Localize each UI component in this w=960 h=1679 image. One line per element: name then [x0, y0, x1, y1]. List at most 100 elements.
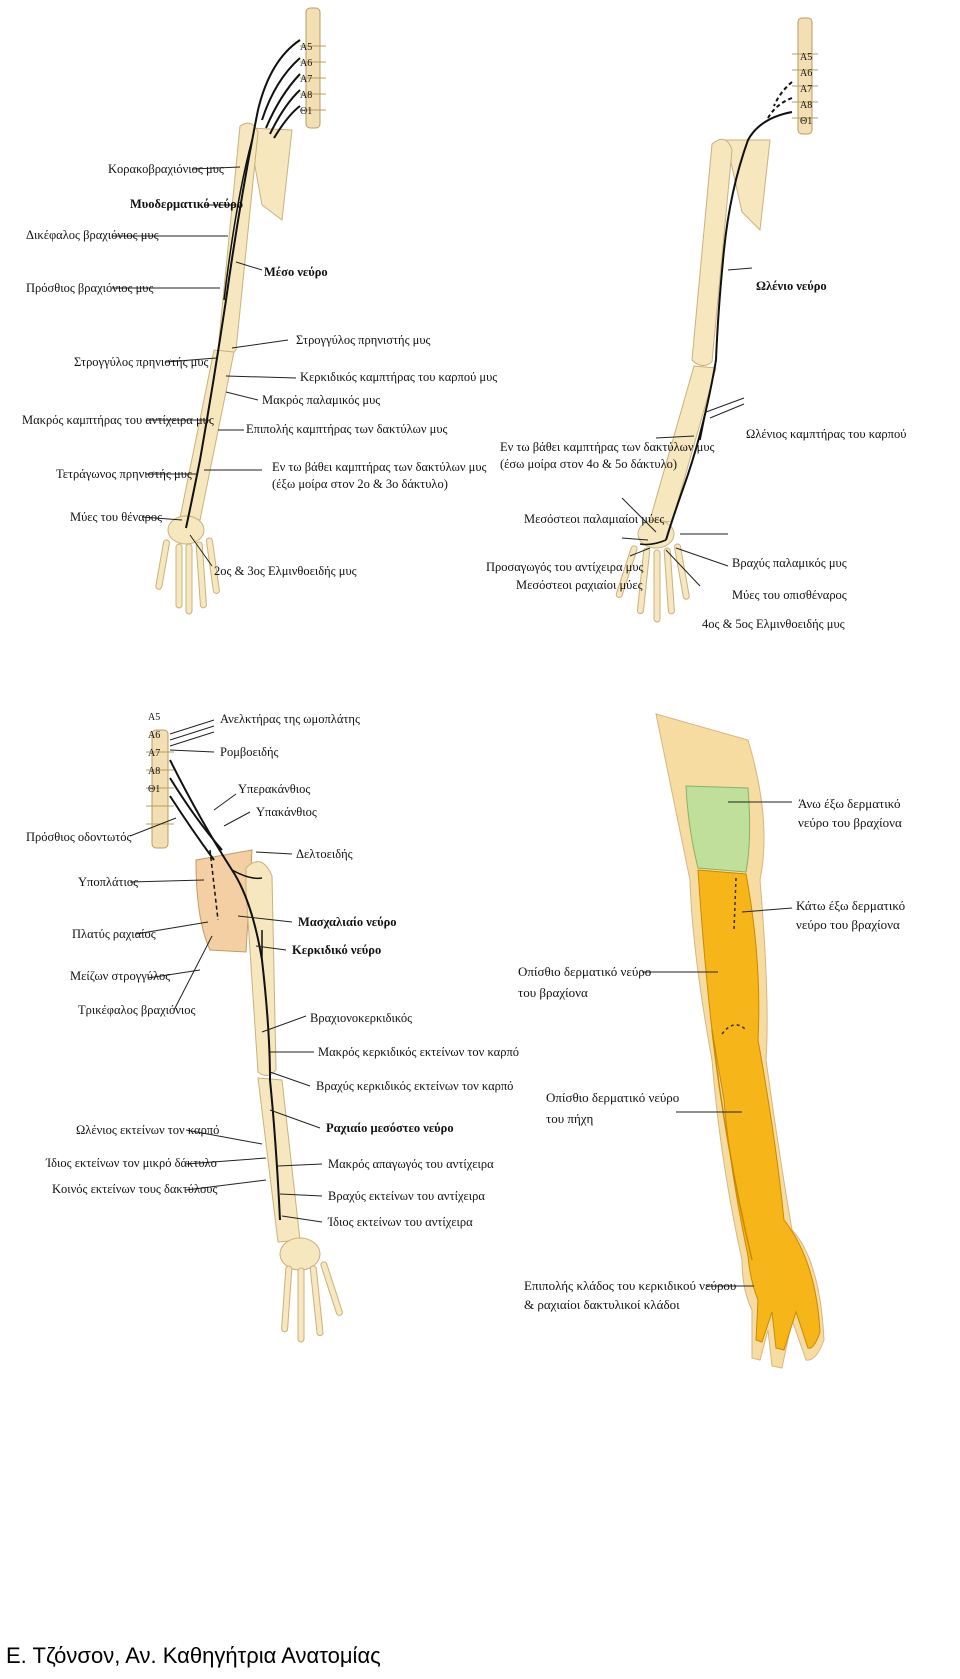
scapula	[247, 127, 293, 221]
leader-lines	[129, 719, 323, 1223]
dashed-boundaries	[721, 877, 747, 1035]
vertebra-t1: Θ1	[148, 784, 161, 795]
vertebra-a5: Α5	[800, 52, 813, 63]
label-infraspinatus: Υπακάνθιος	[256, 805, 317, 819]
label-axillary-nerve: Μασχαλιαίο νεύρο	[298, 915, 397, 929]
label-epb: Βραχύς εκτείνων του αντίχειρα	[328, 1189, 485, 1203]
label-radial-nerve: Κερκιδικό νεύρο	[292, 943, 382, 957]
label-median-nerve: Μέσο νεύρο	[264, 265, 328, 279]
label-musculocutaneous-nerve: Μυοδερματικό νεύρο	[130, 197, 244, 211]
label-coracobrachialis: Κορακοβραχιόνιος μυς	[108, 162, 224, 176]
leader-lines	[642, 801, 793, 1287]
humerus	[217, 122, 259, 356]
humerus	[691, 138, 733, 366]
radial-nerve-illustration	[129, 719, 343, 1343]
spinal-column	[300, 7, 326, 129]
posterior-zone	[697, 869, 821, 1351]
cutaneous-nerve-panel: Άνω έξω δερματικό νεύρο του βραχίονα Κάτ…	[480, 700, 960, 1480]
vertebra-a5: Α5	[300, 42, 313, 53]
label-rhomboids: Ρομβοειδής	[220, 745, 279, 759]
label-dorsal-interossei: Μεσόστεοι ραχιαίοι μύες	[516, 578, 643, 592]
label-lumbricals-4-5: 4ος & 5ος Ελμινθοειδής μυς	[702, 617, 845, 631]
scapula	[195, 849, 253, 953]
vertebra-a7: Α7	[300, 74, 313, 85]
label-palmar-interossei: Μεσόστεοι παλαμιαίοι μύες	[524, 512, 665, 526]
vertebra-a6: Α6	[300, 58, 313, 69]
label-upper-lateral-line2: νεύρο του βραχίονα	[798, 815, 902, 830]
label-pronator-teres-right: Στρογγύλος πρηνιστής μυς	[296, 333, 431, 347]
label-posterior-forearm-line2: του πήχη	[546, 1111, 594, 1126]
hand-bones	[155, 515, 220, 615]
label-superficial-branch-line1: Επιπολής κλάδος του κερκιδικού νεύρου	[524, 1278, 737, 1293]
label-apl: Μακρός απαγωγός του αντίχειρα	[328, 1157, 494, 1171]
label-adductor-pollicis: Προσαγωγός του αντίχειρα μυς	[486, 560, 644, 574]
humerus	[245, 861, 277, 1076]
label-flexor-pollicis-longus: Μακρός καμπτήρας του αντίχειρα μυς	[22, 413, 214, 427]
vertebra-a6: Α6	[148, 730, 161, 741]
scapula	[725, 139, 771, 232]
upper-lateral-zone	[685, 785, 751, 873]
label-edm: Ίδιος εκτείνων τον μικρό δάκτυλο	[46, 1156, 217, 1170]
label-fdp-line2: (έσω μοίρα στον 4ο & 5ο δάκτυλο)	[500, 457, 678, 471]
label-hypothenar: Μύες του οπισθέναρος	[732, 588, 847, 602]
label-fdp-line2: (έξω μοίρα στον 2ο & 3ο δάκτυλο)	[272, 477, 448, 491]
label-subscapularis: Υποπλάτιος	[78, 875, 139, 889]
median-nerve-illustration	[112, 7, 326, 615]
spinal-column	[792, 17, 818, 135]
label-posterior-arm-line2: του βραχίονα	[518, 985, 588, 1000]
vertebra-t1: Θ1	[300, 106, 313, 117]
label-serratus-anterior: Πρόσθιος οδοντωτός	[26, 830, 132, 844]
ulnar-nerve-panel: Α5 Α6 Α7 Α8 Θ1 Ωλένιο νεύρο Ωλένιος καμπ…	[480, 0, 960, 660]
label-fdp-line1: Εν τω βάθει καμπτήρας των δακτύλων μυς	[500, 440, 715, 454]
vertebra-a7: Α7	[800, 84, 813, 95]
label-latissimus-dorsi: Πλατύς ραχιαίος	[72, 927, 156, 941]
vertebra-a8: Α8	[300, 90, 313, 101]
leader-lines	[621, 267, 753, 587]
label-posterior-forearm-line1: Οπίσθιο δερματικό νεύρο	[546, 1090, 680, 1105]
label-deltoid: Δελτοειδής	[296, 847, 353, 861]
label-flexor-carpi-ulnaris: Ωλένιος καμπτήρας του καρπού	[746, 427, 907, 441]
label-flexor-digitorum-superficialis: Επιπολής καμπτήρας των δακτύλων μυς	[246, 422, 448, 436]
label-levator-scapulae: Ανελκτήρας της ωμοπλάτης	[220, 712, 360, 726]
label-ecu: Ωλένιος εκτείνων τον καρπό	[76, 1123, 220, 1137]
label-lumbricals-2-3: 2ος & 3ος Ελμινθοειδής μυς	[214, 564, 357, 578]
label-ecrl: Μακρός κερκιδικός εκτείνων τον καρπό	[318, 1045, 520, 1059]
label-ecrb: Βραχύς κερκιδικός εκτείνων τον καρπό	[316, 1079, 514, 1093]
label-ulnar-nerve: Ωλένιο νεύρο	[756, 279, 827, 293]
vertebra-a7: Α7	[148, 748, 161, 759]
label-flexor-carpi-radialis: Κερκιδικός καμπτήρας του καρπού μυς	[300, 370, 498, 384]
label-supraspinatus: Υπερακάνθιος	[238, 782, 311, 796]
radial-nerve-panel: Α5 Α6 Α7 Α8 Θ1 Ανελκτήρας της ωμοπλάτης …	[0, 700, 519, 1480]
hand-bones	[615, 519, 690, 623]
label-palmaris-longus: Μακρός παλαμικός μυς	[262, 393, 381, 407]
label-epl: Ίδιος εκτείνων του αντίχειρα	[328, 1215, 473, 1229]
median-nerve-panel: Α5 Α6 Α7 Α8 Θ1 Κορακοβραχιόνιος μυς Μυοδ…	[0, 0, 497, 660]
hand-bones	[279, 1237, 343, 1343]
vertebra-a6: Α6	[800, 68, 813, 79]
label-superficial-branch-line2: & ραχιαίοι δακτυλικοί κλάδοι	[524, 1297, 680, 1312]
label-lower-lateral-line2: νεύρο του βραχίονα	[796, 917, 900, 932]
radial-nerve-path	[169, 759, 281, 1221]
label-brachialis: Πρόσθιος βραχιόνιος μυς	[26, 281, 154, 295]
label-triceps: Τρικέφαλος βραχιόνιος	[78, 1003, 196, 1017]
author-credit: Ε. Τζόνσον, Αν. Καθηγήτρια Ανατομίας	[6, 1643, 381, 1668]
label-brachioradialis: Βραχιονοκερκιδικός	[310, 1011, 413, 1025]
leader-lines	[112, 166, 297, 567]
vertebra-a8: Α8	[148, 766, 161, 777]
label-teres-major: Μείζων στρογγύλος	[70, 969, 171, 983]
label-palmaris-brevis: Βραχύς παλαμικός μυς	[732, 556, 847, 570]
forearm-split-line	[711, 1029, 753, 1261]
ulnar-nerve-illustration	[615, 17, 818, 623]
label-upper-lateral-line1: Άνω έξω δερματικό	[798, 796, 901, 811]
cutaneous-arm-illustration	[642, 713, 825, 1369]
label-pronator-quadratus: Τετράγωνος πρηνιστής μυς	[56, 467, 192, 481]
label-posterior-interosseous-nerve: Ραχιαίο μεσόστεο νεύρο	[326, 1121, 454, 1135]
vertebra-a5: Α5	[148, 712, 161, 723]
label-biceps: Δικέφαλος βραχιόνιος μυς	[26, 228, 159, 242]
label-thenar-muscles: Μύες του θέναρος	[70, 510, 163, 524]
label-lower-lateral-line1: Κάτω έξω δερματικό	[796, 898, 906, 913]
vertebra-a8: Α8	[800, 100, 813, 111]
radius-ulna	[179, 349, 235, 521]
label-extensor-digitorum: Κοινός εκτείνων τους δακτύλους	[52, 1182, 218, 1196]
label-pronator-teres-left: Στρογγύλος πρηνιστής μυς	[74, 355, 209, 369]
